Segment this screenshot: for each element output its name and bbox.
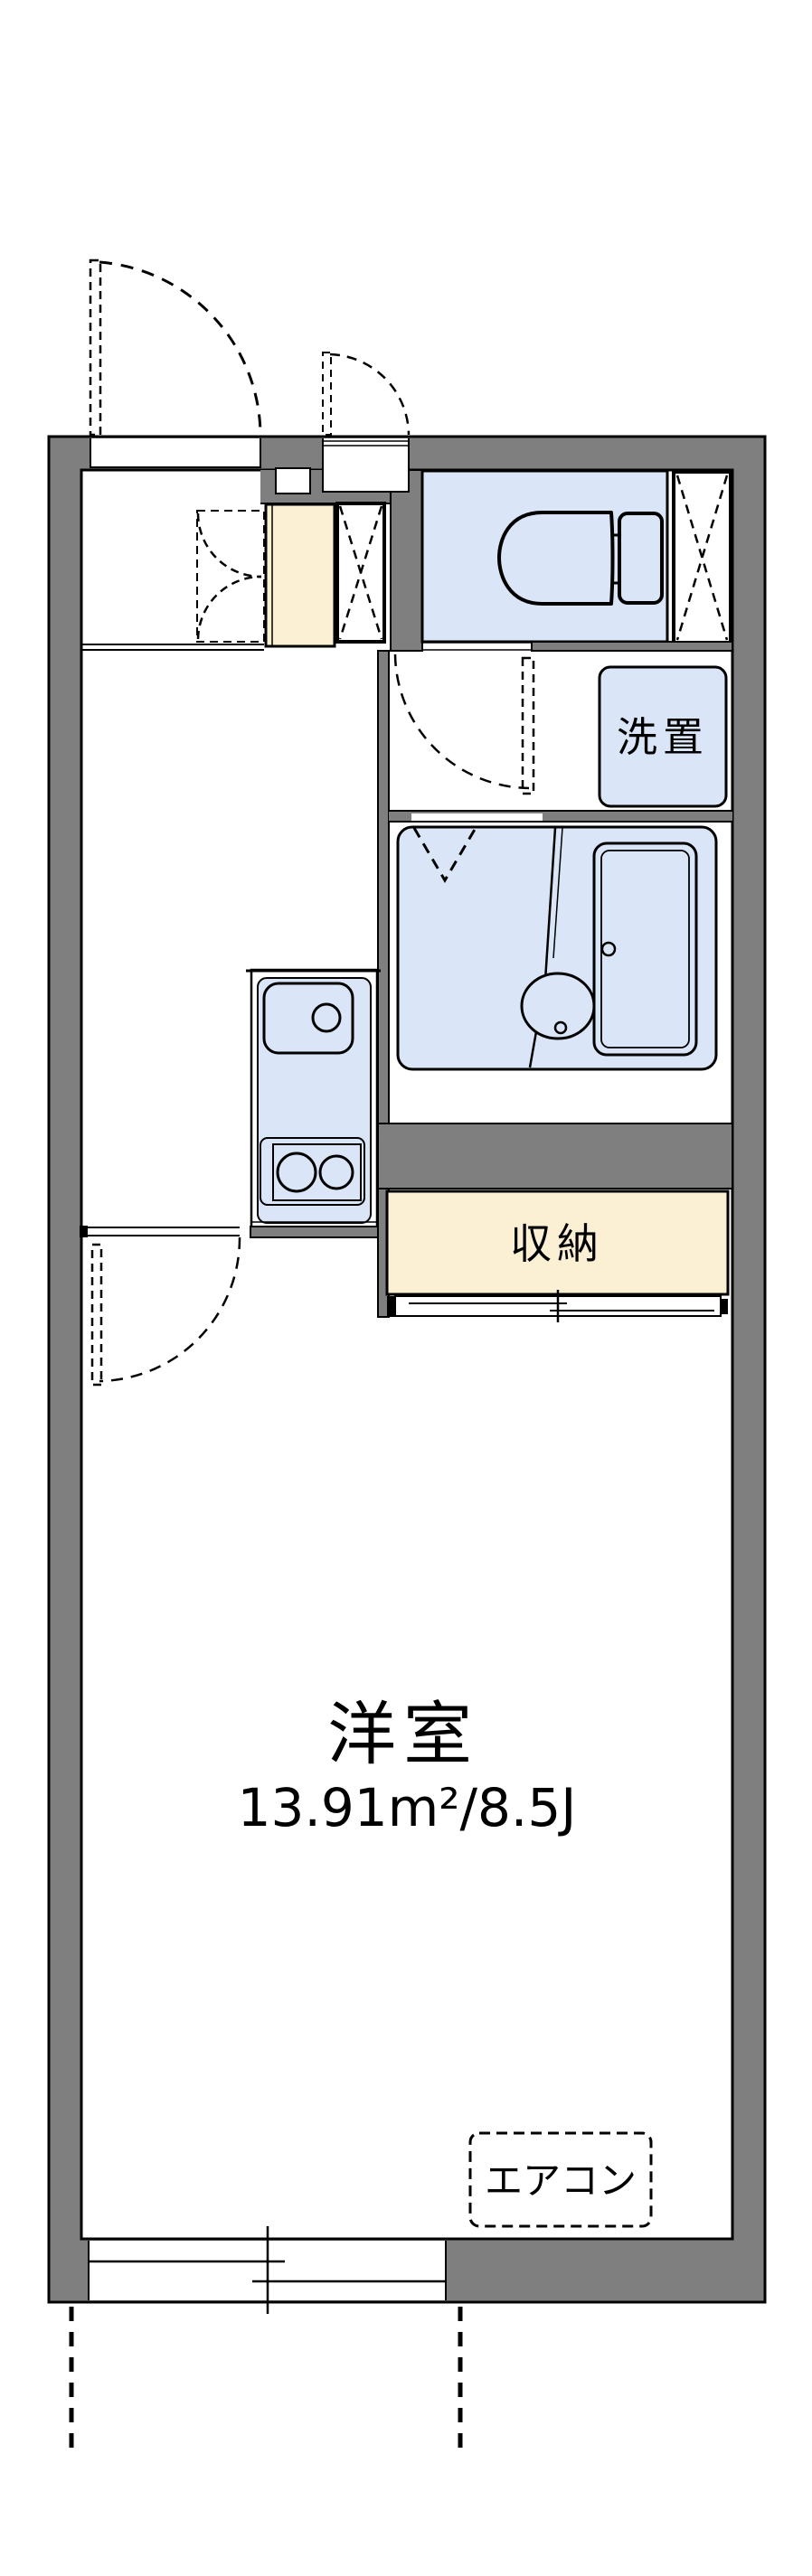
kitchen-room-boundary — [80, 1226, 379, 1238]
bath-door-knob-icon — [600, 941, 617, 957]
storage-closet: 収納 — [385, 1189, 730, 1322]
entrance-opening — [90, 438, 261, 468]
pipe-space-left-icon — [335, 502, 386, 644]
pipe-space-right-icon — [672, 470, 732, 645]
faucet-icon — [311, 1002, 342, 1033]
storage-label: 収納 — [510, 1219, 604, 1268]
entrance-door-swing — [89, 259, 262, 437]
entry-wall-niche — [275, 467, 311, 494]
kitchen-unit — [246, 968, 381, 1231]
shower-divider-line-2 — [552, 827, 563, 959]
kitchen-sink-icon — [262, 982, 354, 1055]
shoe-cabinet-doors-icon — [196, 510, 265, 643]
main-room-label: 洋室 — [327, 1694, 479, 1774]
toilet-bottom-wall — [531, 641, 733, 652]
aircon-label: エアコン — [485, 2158, 637, 2203]
toilet-doorway-sill — [422, 642, 532, 651]
washbasin-icon — [520, 972, 596, 1040]
bathroom-unit — [396, 825, 718, 1071]
toilet-icon — [497, 511, 664, 606]
toilet-left-wall — [390, 469, 423, 652]
genkan-step-line — [81, 644, 264, 651]
room-door-swing — [90, 1236, 241, 1387]
sliding-window-icon — [88, 2226, 447, 2314]
stove-icon — [260, 1137, 365, 1206]
aircon-box: エアコン — [468, 2131, 653, 2228]
utility-door-swing — [322, 352, 411, 436]
washer-label: 洗置 — [617, 713, 709, 761]
shoe-cabinet — [264, 503, 336, 648]
washer-space: 洗置 — [598, 665, 728, 808]
bathroom-bottom-wall — [377, 1123, 733, 1189]
storage-sliding-door-icon — [387, 1290, 728, 1322]
bathroom-folding-door-icon — [412, 827, 477, 883]
main-room-size: 13.91m²/8.5J — [238, 1777, 577, 1838]
bathroom-top-wall — [389, 810, 732, 823]
toilet-door-swing — [393, 653, 535, 795]
utility-door-recess — [322, 438, 410, 493]
bathtub-icon — [592, 841, 698, 1057]
